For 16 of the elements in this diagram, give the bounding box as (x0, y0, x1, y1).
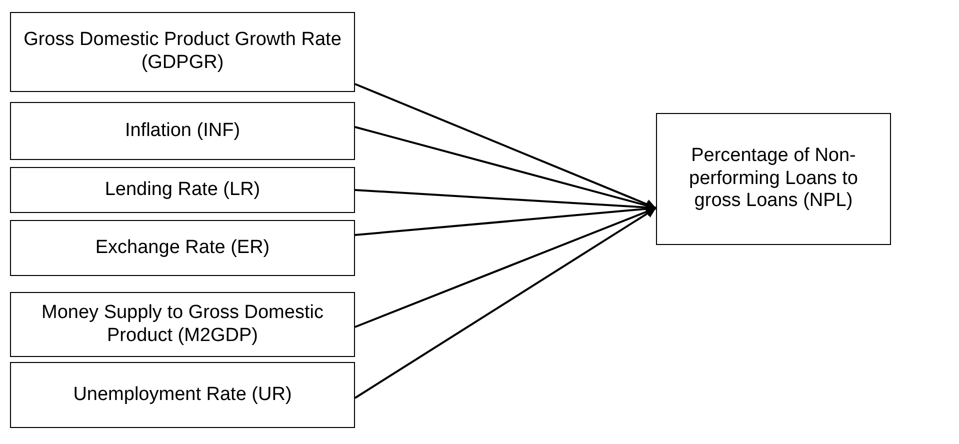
box-label: Money Supply to Gross Domestic Product (M2GDP) (40, 302, 324, 348)
box-label: Exchange Rate (ER) (95, 236, 270, 260)
variable-box (10, 220, 355, 276)
variable-box (10, 12, 355, 92)
variable-box (10, 362, 355, 428)
box-label: Inflation (INF) (124, 120, 240, 142)
box-label: Lending Rate (LR) (104, 178, 260, 202)
box-label: Percentage of Non-performing Loans to gross Loans (NPL) (688, 144, 859, 214)
box-label: Unemployment Rate (UR) (73, 384, 292, 406)
arrow (354, 207, 657, 399)
variable-box (656, 113, 891, 245)
box-label: Gross Domestic Product Growth Rate (GDPGR) (22, 29, 342, 75)
variable-box (10, 102, 355, 160)
variable-box (10, 167, 355, 213)
arrow (354, 83, 656, 209)
variable-box (10, 292, 355, 357)
